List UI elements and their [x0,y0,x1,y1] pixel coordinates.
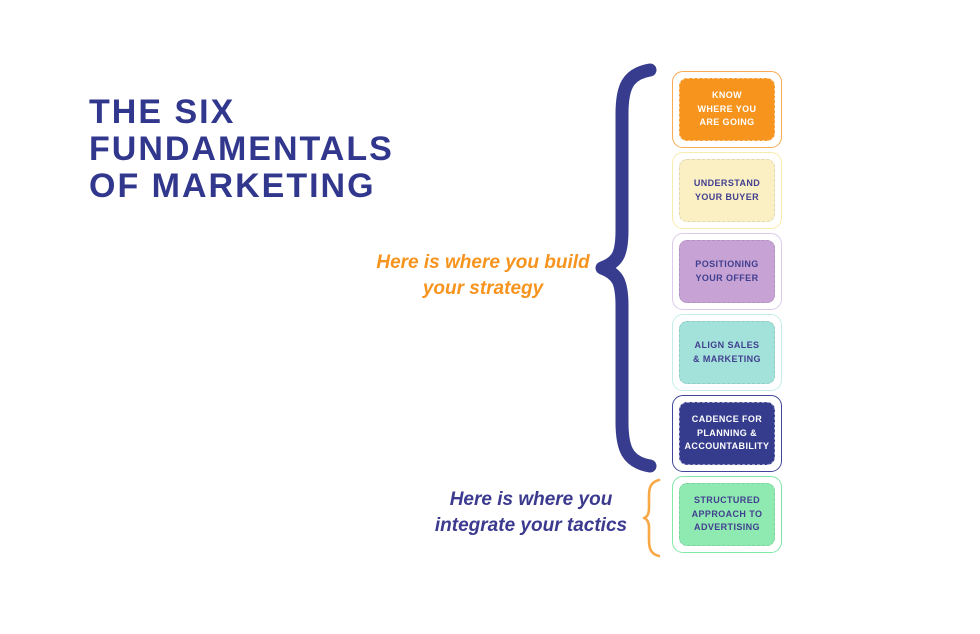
fundamental-box-fill: POSITIONING YOUR OFFER [679,240,775,303]
fundamental-box: ALIGN SALES & MARKETING [672,314,782,391]
fundamental-box-label: ALIGN SALES & MARKETING [693,340,761,364]
small-curly-brace-path [642,478,661,558]
fundamental-box-fill: STRUCTURED APPROACH TO ADVERTISING [679,483,775,546]
large-curly-brace-path [595,63,657,473]
fundamental-box-label: CADENCE FOR PLANNING & ACCOUNTABILITY [684,414,770,452]
fundamentals-list: KNOW WHERE YOU ARE GOING UNDERSTAND YOUR … [672,71,782,553]
strategy-annotation: Here is where you build your strategy [376,252,590,299]
fundamental-box-label: UNDERSTAND YOUR BUYER [693,178,761,202]
page-title: THE SIX FUNDAMENTALS OF MARKETING [89,93,394,205]
fundamental-box-label: POSITIONING YOUR OFFER [695,259,759,283]
tactics-annotation: Here is where you integrate your tactics [434,489,628,536]
fundamental-box-label: KNOW WHERE YOU ARE GOING [697,90,757,128]
fundamental-box-fill: UNDERSTAND YOUR BUYER [679,159,775,222]
fundamental-box-fill: CADENCE FOR PLANNING & ACCOUNTABILITY [679,402,775,465]
fundamental-box: UNDERSTAND YOUR BUYER [672,152,782,229]
fundamental-box-fill: KNOW WHERE YOU ARE GOING [679,78,775,141]
fundamental-box: CADENCE FOR PLANNING & ACCOUNTABILITY [672,395,782,472]
fundamental-box: STRUCTURED APPROACH TO ADVERTISING [672,476,782,553]
large-curly-brace [595,63,657,473]
fundamental-box-label: STRUCTURED APPROACH TO ADVERTISING [691,495,763,533]
small-curly-brace [642,478,661,558]
fundamental-box: POSITIONING YOUR OFFER [672,233,782,310]
fundamental-box-fill: ALIGN SALES & MARKETING [679,321,775,384]
fundamental-box: KNOW WHERE YOU ARE GOING [672,71,782,148]
